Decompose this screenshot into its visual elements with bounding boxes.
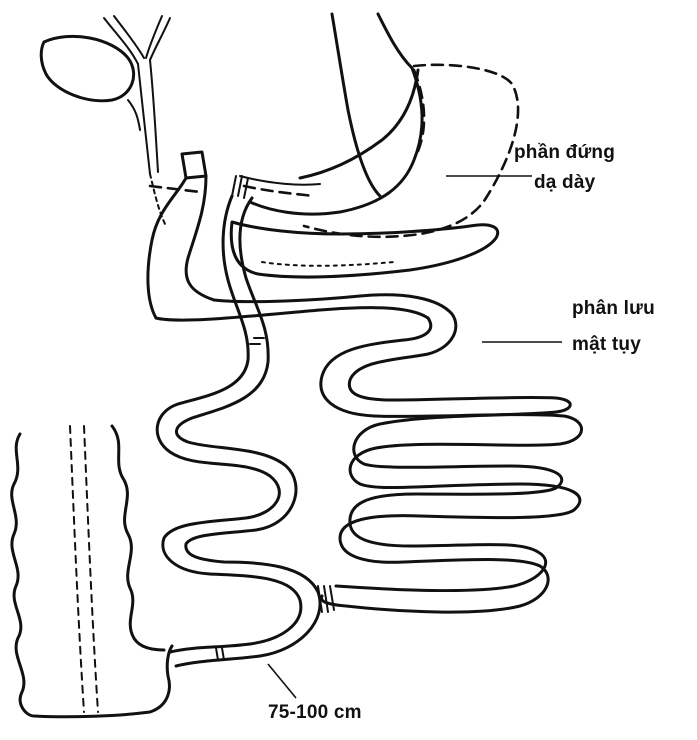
limb-length-leader <box>268 664 296 698</box>
roux-limb <box>157 196 320 666</box>
stomach-pouch <box>232 14 422 214</box>
gallbladder <box>41 36 133 100</box>
colon <box>12 426 172 717</box>
stomach-pouch-label-line2: dạ dày <box>534 172 595 194</box>
biliopancreatic-label-line2: mật tụy <box>572 334 641 356</box>
limb-length-label: 75-100 cm <box>268 702 362 724</box>
stomach-pouch-label-line1: phần đứng <box>514 142 615 164</box>
biliopancreatic-label-line1: phân lưu <box>572 298 655 320</box>
pancreas <box>231 222 497 277</box>
duodenal-stump <box>182 152 206 178</box>
